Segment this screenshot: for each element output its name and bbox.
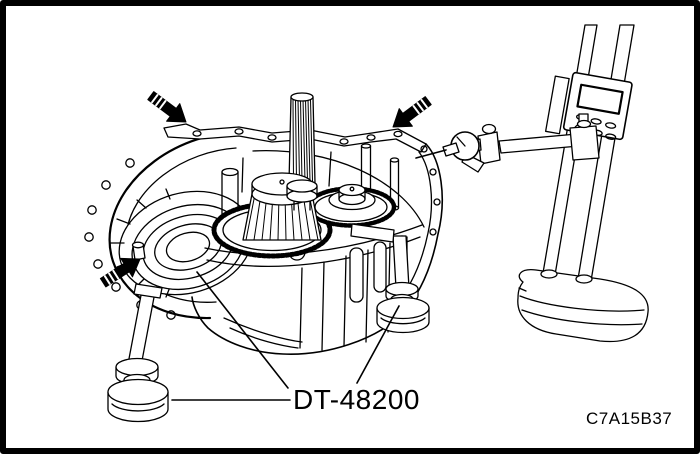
- figure-code-label: C7A15B37: [586, 409, 673, 428]
- height-gauge-base: [517, 269, 649, 343]
- gear-cluster: [211, 92, 397, 259]
- arm-clamp: [569, 125, 600, 161]
- case-body: [191, 143, 444, 355]
- support-leg-left: [107, 283, 169, 423]
- measure-arrow-top-right-icon: [392, 96, 432, 128]
- height-gauge: [517, 24, 649, 343]
- measure-arrow-left-icon: [99, 257, 141, 288]
- transaxle-case: [84, 92, 444, 355]
- display-screen: [576, 83, 624, 115]
- part-number-label: DT-48200: [293, 384, 420, 415]
- measure-arrow-top-left-icon: [147, 91, 187, 123]
- dial-indicator: [415, 113, 600, 173]
- support-leg-right: [350, 223, 430, 334]
- display-bracket: [544, 75, 570, 135]
- callout-leaders: [171, 271, 400, 401]
- thumb-knob: [481, 123, 497, 135]
- bell-housing-flange: [84, 130, 254, 320]
- probe-tip: [415, 149, 447, 159]
- input-shaft: [288, 92, 316, 184]
